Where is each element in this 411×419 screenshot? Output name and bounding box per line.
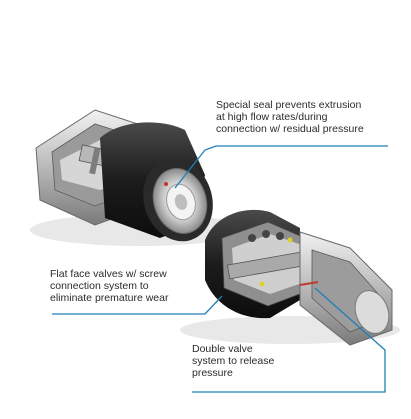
leader-lines: [52, 145, 388, 393]
leader-line-seal: [174, 145, 388, 189]
callout-flat-face-valves: Flat face valves w/ screw connection sys…: [50, 268, 169, 304]
leader-line-double-valve: [192, 287, 386, 393]
callout-seal: Special seal prevents extrusion at high …: [216, 99, 364, 135]
male-nipple-cutaway-icon: [180, 209, 400, 346]
callout-double-valve: Double valve system to release pressure: [192, 343, 275, 379]
female-coupler-cutaway-icon: [30, 109, 250, 246]
leader-line-flat-face: [52, 295, 223, 315]
